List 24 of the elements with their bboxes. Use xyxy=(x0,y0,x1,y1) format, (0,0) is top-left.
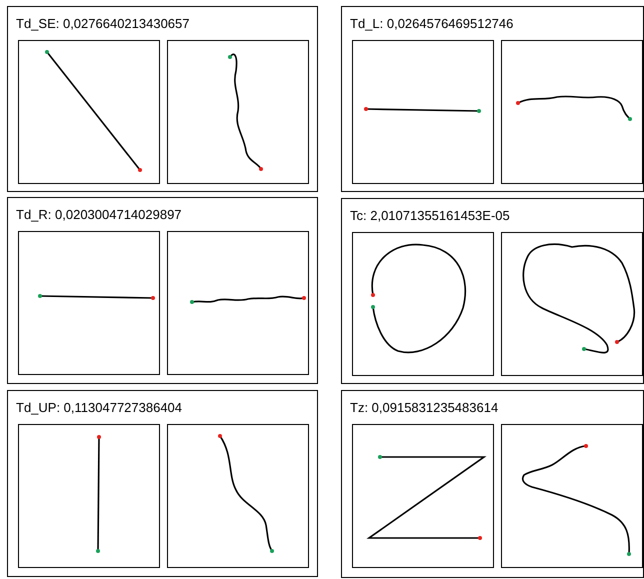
plot-frame xyxy=(167,231,309,375)
panel-title: Td_L: 0,0264576469512746 xyxy=(350,16,514,31)
plot-frame xyxy=(18,40,160,184)
plot-frame xyxy=(352,40,494,184)
plot-frame xyxy=(167,424,309,568)
plot-frame xyxy=(352,232,494,376)
panel-title: Td_UP: 0,113047727386404 xyxy=(16,400,182,415)
plot-frame xyxy=(18,231,160,375)
plot-frame xyxy=(501,232,643,376)
plot-frame xyxy=(501,424,643,568)
panel-frame xyxy=(341,198,644,384)
panel-frame xyxy=(7,390,318,577)
panel-title: Td_R: 0,0203004714029897 xyxy=(16,207,182,222)
plot-frame xyxy=(501,40,643,184)
panel-title: Td_SE: 0,0276640213430657 xyxy=(16,16,190,31)
panel-frame xyxy=(341,6,644,192)
plot-frame xyxy=(352,424,494,568)
panel-frame xyxy=(341,390,644,578)
panel-frame xyxy=(7,197,318,384)
panel-title: Tc: 2,01071355161453E-05 xyxy=(350,208,510,223)
panel-frame xyxy=(7,6,318,192)
plot-frame xyxy=(167,40,309,184)
plot-frame xyxy=(18,424,160,568)
panel-title: Tz: 0,0915831235483614 xyxy=(350,400,498,415)
